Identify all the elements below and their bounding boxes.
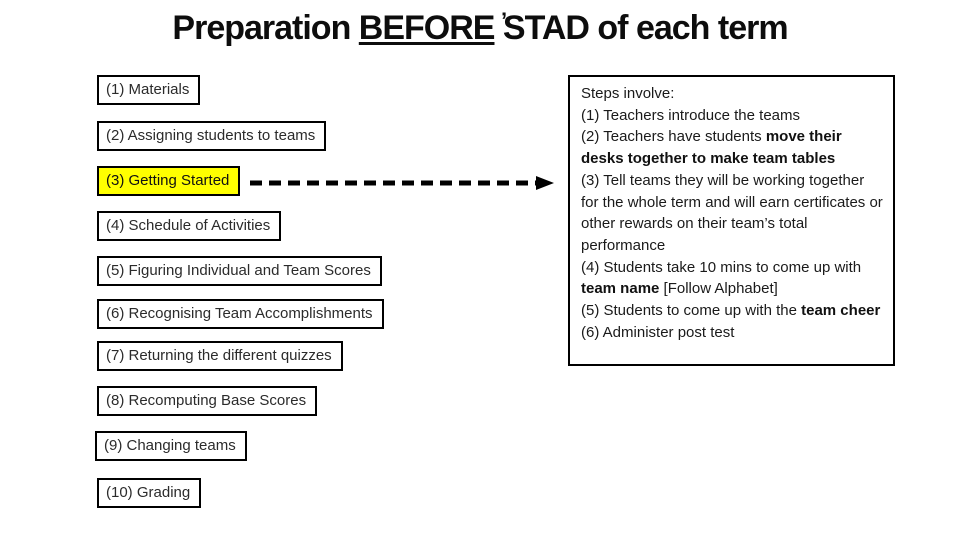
- stray-apostrophe-mark: ’: [501, 8, 508, 33]
- step-box-4: (4) Schedule of Activities: [97, 211, 282, 241]
- panel-line: (1) Teachers introduce the teams: [581, 105, 883, 127]
- panel-text: (5) Students to come up with the: [581, 302, 802, 320]
- panel-text-bold: team cheer: [801, 302, 881, 320]
- slide-title: Preparation BEFORE STAD of each term: [0, 9, 960, 47]
- panel-line: (3) Tell teams they will be working toge…: [581, 170, 883, 257]
- panel-text: (4) Students take 10 mins to come up wit…: [581, 258, 862, 276]
- step-box-5: (5) Figuring Individual and Team Scores: [97, 256, 382, 286]
- title-suffix: STAD of each term: [494, 9, 789, 47]
- step-box-8: (8) Recomputing Base Scores: [97, 386, 318, 416]
- panel-text-bold: team name: [581, 280, 660, 298]
- panel-line: Steps involve:: [581, 83, 883, 105]
- panel-text: (2) Teachers have students: [581, 128, 766, 146]
- panel-text: (3) Tell teams they will be working toge…: [581, 171, 883, 254]
- step-box-7: (7) Returning the different quizzes: [97, 341, 343, 371]
- step-box-3-highlighted: (3) Getting Started: [97, 166, 241, 196]
- panel-text: [Follow Alphabet]: [659, 280, 778, 298]
- steps-detail-panel: Steps involve: (1) Teachers introduce th…: [568, 75, 895, 366]
- panel-line: (4) Students take 10 mins to come up wit…: [581, 257, 883, 300]
- step-box-2: (2) Assigning students to teams: [97, 121, 327, 151]
- title-underlined-word: BEFORE: [358, 9, 496, 47]
- step-box-1: (1) Materials: [97, 75, 201, 105]
- step-box-9: (9) Changing teams: [95, 431, 247, 461]
- panel-text: (1) Teachers introduce the teams: [581, 106, 801, 124]
- panel-text-bold: move their desks together to make team t…: [581, 128, 842, 168]
- dashed-arrow-icon: [250, 176, 554, 190]
- panel-line: (6) Administer post test: [581, 322, 883, 344]
- panel-line: (2) Teachers have students move their de…: [581, 126, 883, 169]
- step-box-6: (6) Recognising Team Accomplishments: [97, 299, 384, 329]
- panel-text: Steps involve:: [581, 85, 675, 102]
- step-box-10: (10) Grading: [97, 478, 202, 508]
- title-prefix: Preparation: [172, 9, 359, 47]
- panel-text: (6) Administer post test: [581, 323, 735, 341]
- panel-line: (5) Students to come up with the team ch…: [581, 300, 883, 322]
